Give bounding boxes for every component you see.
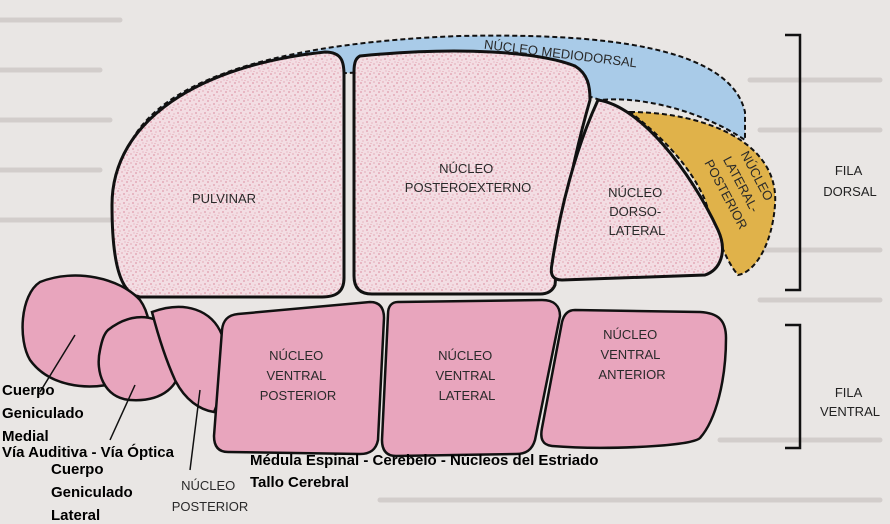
ventral-posterior-nucleus (212, 300, 386, 456)
ventral-anterior-nucleus (540, 308, 728, 449)
lateral-geniculate-annotation: Cuerpo Geniculado Lateral (51, 461, 137, 524)
dorsal-row-bracket (785, 33, 802, 292)
tallo-cerebral-annotation: Tallo Cerebral (250, 474, 349, 491)
pointer-medial-geniculate (39, 334, 76, 393)
fila-dorsal-label: FILA DORSAL (823, 163, 876, 199)
dorsolateral-label: NÚCLEO DORSO- LATERAL (608, 185, 666, 238)
pulvinar-nucleus (110, 50, 346, 299)
posterior-nucleus-label: NÚCLEO POSTERIOR (172, 478, 249, 514)
ventral-anterior-label: NÚCLEO VENTRAL ANTERIOR (598, 327, 665, 382)
ventral-posterior-label: NÚCLEO VENTRAL POSTERIOR (260, 348, 337, 403)
dorsolateral-nucleus (549, 98, 724, 282)
background-page-lines (0, 17, 883, 503)
pulvinar-label: PULVINAR (192, 191, 256, 206)
pointer-lateral-geniculate (109, 384, 136, 441)
pointer-posterior (189, 389, 201, 471)
medial-geniculate-annotation: Cuerpo Geniculado Medial (2, 382, 88, 445)
posterior-nucleus (150, 305, 225, 414)
auditory-visual-path-annotation: Vía Auditiva - Vía Óptica (2, 443, 175, 461)
ventral-row-bracket (785, 323, 802, 450)
posteroexterno-label: NÚCLEO POSTEROEXTERNO (405, 161, 531, 195)
ventral-lateral-nucleus (380, 298, 562, 458)
fila-ventral-label: FILA VENTRAL (820, 385, 880, 419)
ventral-lateral-label: NÚCLEO VENTRAL LATERAL (435, 348, 498, 403)
lateral-posterior-nucleus (627, 110, 777, 277)
ventral-connections-annotation: Médula Espinal - Cerebelo - Núcleos del … (250, 452, 598, 469)
